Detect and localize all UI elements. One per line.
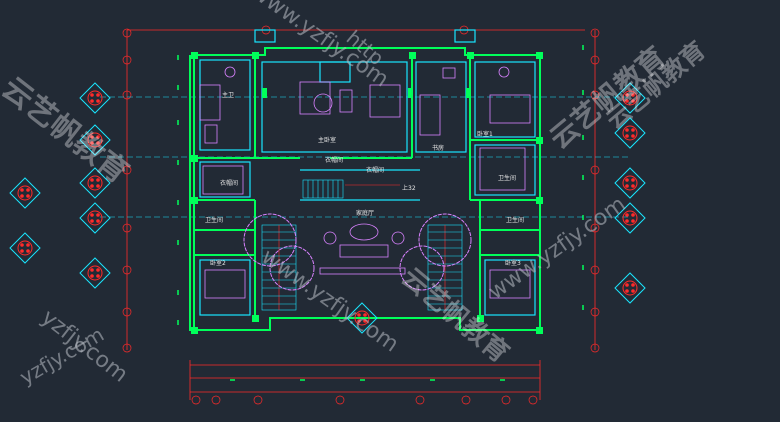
watermark-cn-left: 云艺帆教育 (0, 71, 135, 191)
label-master-bedroom: 主卧室 (318, 136, 336, 144)
axis-markers (9, 82, 646, 334)
label-closet-mid: 衣帽间 (366, 166, 384, 174)
sofa-icon (299, 81, 331, 115)
axis-bubble-icon (614, 167, 646, 199)
toilet-icon (224, 66, 236, 78)
watermarks: 云艺帆教育 云艺帆教育 云艺帆教育 云艺帆教育 www.yzfjy.com ww… (0, 0, 711, 389)
axis-bubble-icon (9, 232, 41, 264)
bed-icon (489, 94, 531, 124)
label-stair: 上32 (402, 184, 416, 192)
room-labels: 主卧室 主卫 衣帽间 衣帽间 衣帽间 书房 家庭厅 卧室1 卧室2 卧室3 卫生… (205, 91, 524, 267)
watermark-url-bottom: www.yzfjy.com (257, 244, 403, 357)
furniture (199, 66, 531, 299)
label-bath-left: 卫生间 (205, 216, 223, 224)
stair-icon (261, 179, 463, 311)
axis-bubble-icon (614, 272, 646, 304)
label-bedroom1: 卧室1 (477, 130, 493, 138)
axis-bubble-icon (79, 82, 111, 114)
wash-basin-icon (442, 67, 456, 79)
label-bath2: 卫生间 (498, 174, 516, 182)
column-marker-icon (191, 52, 543, 334)
toilet-icon (498, 66, 510, 78)
axis-bubble-icon (79, 124, 111, 156)
interior-walls (199, 29, 536, 316)
table-icon (349, 223, 379, 241)
axis-bubble-icon (614, 82, 646, 114)
label-bedroom3: 卧室3 (505, 259, 521, 267)
label-master-bath: 主卫 (222, 91, 234, 99)
label-family-hall: 家庭厅 (356, 209, 374, 217)
bed-icon (489, 269, 531, 299)
label-closet-left: 衣帽间 (220, 179, 238, 187)
axis-bubble-icon (79, 257, 111, 289)
axis-bubble-icon (346, 302, 378, 334)
dimension-ticks (177, 45, 584, 381)
sofa-icon (339, 244, 389, 258)
axis-bubble-icon (614, 117, 646, 149)
axis-bubble-icon (614, 202, 646, 234)
bed-icon (204, 269, 246, 299)
axis-bubble-icon (9, 177, 41, 209)
label-bedroom2: 卧室2 (210, 259, 226, 267)
label-bath3: 卫生间 (506, 216, 524, 224)
axis-bubble-icon (79, 202, 111, 234)
axis-bubbles (122, 25, 600, 405)
tree-symbol-icon (243, 213, 472, 291)
label-closet-top: 衣帽间 (325, 156, 343, 164)
bed-icon (369, 84, 401, 118)
axis-grid (126, 29, 596, 400)
bathtub-icon (199, 84, 221, 121)
axis-bubble-icon (79, 167, 111, 199)
watermark-url-right: www.yzfjy.com (484, 192, 630, 305)
label-study: 书房 (432, 144, 444, 152)
